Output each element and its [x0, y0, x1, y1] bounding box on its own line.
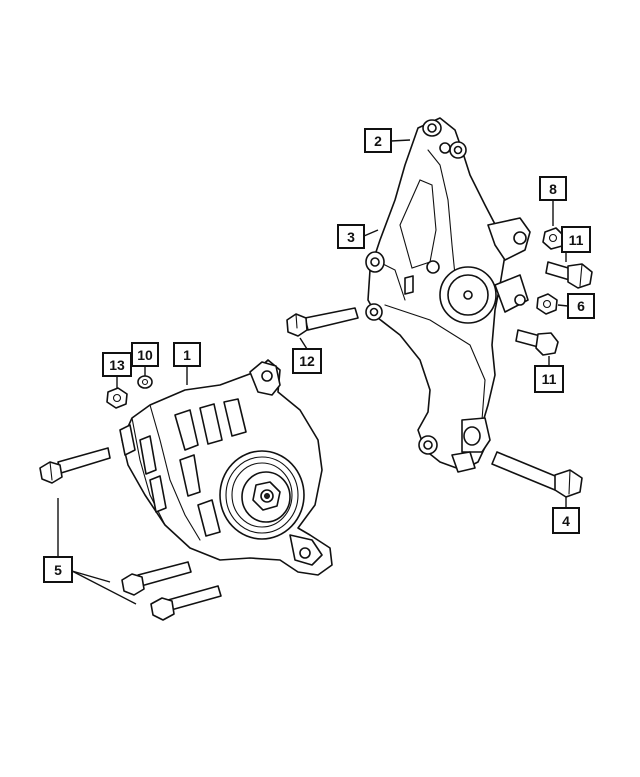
callout-4-label: 4	[562, 513, 570, 529]
nut-10	[137, 375, 153, 389]
callout-10: 10	[131, 342, 159, 367]
callout-11-upper-label: 11	[569, 232, 584, 248]
nut-8	[542, 227, 565, 250]
callout-1: 1	[173, 342, 201, 367]
callout-2: 2	[364, 128, 392, 153]
callout-5-label: 5	[54, 562, 62, 578]
callout-13-label: 13	[109, 357, 125, 373]
leader-lines	[57, 139, 569, 605]
callout-11-upper: 11	[561, 226, 591, 253]
callout-12: 12	[292, 348, 322, 374]
callout-6: 6	[567, 293, 595, 319]
callout-1-label: 1	[183, 347, 191, 363]
nut-6	[536, 293, 558, 315]
bolt-12	[286, 307, 359, 337]
alternator-mounting-bracket	[365, 117, 531, 473]
callout-2-label: 2	[374, 133, 382, 149]
callout-10-label: 10	[137, 347, 153, 363]
alternator	[119, 359, 333, 576]
callout-12-label: 12	[299, 353, 315, 369]
bolt-5-upper	[39, 447, 111, 484]
bolt-11-upper	[545, 261, 593, 289]
callout-8-label: 8	[549, 181, 557, 197]
callout-3-label: 3	[347, 229, 355, 245]
alternator-vents	[139, 398, 247, 537]
callout-4: 4	[552, 507, 580, 534]
callout-11-lower-label: 11	[542, 371, 557, 387]
alternator-pulley	[219, 450, 305, 540]
bolt-4	[491, 451, 583, 498]
nut-13	[106, 387, 128, 409]
callout-3: 3	[337, 224, 365, 249]
callout-11-lower: 11	[534, 365, 564, 393]
callout-8: 8	[539, 176, 567, 201]
callout-13: 13	[102, 352, 132, 377]
callout-6-label: 6	[577, 298, 585, 314]
bolt-5-lower	[150, 585, 222, 621]
callout-5: 5	[43, 556, 73, 583]
bolt-11-lower	[515, 329, 559, 356]
bolt-5-middle	[121, 561, 192, 596]
